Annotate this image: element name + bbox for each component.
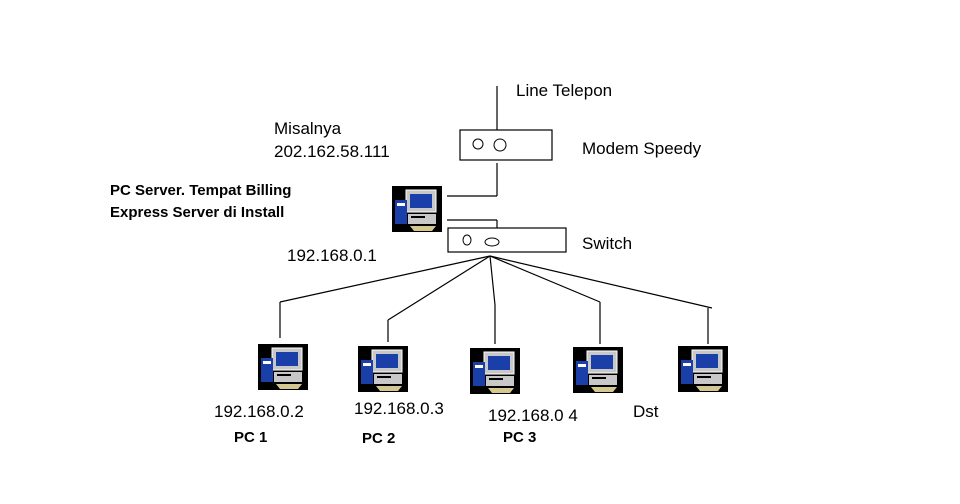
- server-ip: 192.168.0.1: [287, 246, 377, 265]
- switch-to-pc1-cable: [279, 255, 491, 303]
- modem-note-line2: 202.162.58.111: [274, 142, 390, 161]
- switch-to-pc3-cable: [489, 255, 496, 306]
- pc2-name: PC 2: [362, 430, 396, 447]
- switch-label: Switch: [582, 234, 633, 253]
- pc5-icon: [677, 345, 729, 393]
- modem-icon: [459, 129, 553, 161]
- pc2-icon: [357, 345, 409, 393]
- cables: [279, 86, 713, 344]
- modem-note-line1: Misalnya: [274, 119, 342, 138]
- server-label-line1: PC Server. Tempat Billing: [110, 182, 292, 199]
- pc4-icon: [572, 346, 624, 394]
- switch-to-pc5-cable: [489, 255, 713, 309]
- switch-to-pc2-cable: [387, 255, 491, 321]
- server-pc-icon: [391, 185, 443, 233]
- modem-label: Modem Speedy: [582, 139, 702, 158]
- switch-icon: [447, 227, 567, 253]
- pc3-name: PC 3: [503, 429, 537, 446]
- server-label-line2: Express Server di Install: [110, 204, 285, 221]
- phone-line-label: Line Telepon: [516, 81, 613, 100]
- pc1-name: PC 1: [234, 429, 268, 446]
- pc2-ip: 192.168.0.3: [354, 399, 444, 418]
- pc1-icon: [257, 343, 309, 391]
- pc1-ip: 192.168.0.2: [214, 402, 304, 421]
- etc-label: Dst: [633, 402, 659, 421]
- pc3-ip: 192.168.0 4: [488, 406, 578, 425]
- pc3-icon: [469, 347, 521, 395]
- switch-to-pc4-cable: [489, 255, 601, 303]
